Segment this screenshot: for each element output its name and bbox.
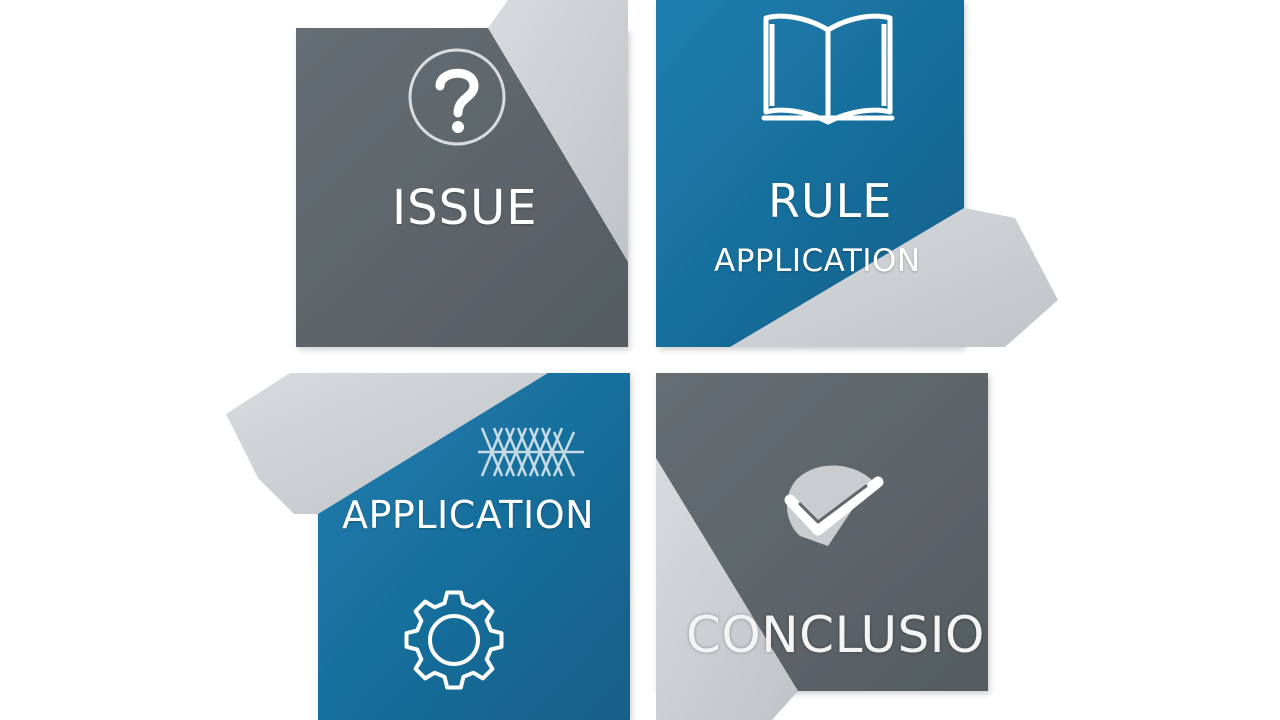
conclusion-quadrant	[656, 373, 988, 720]
checkmark-icon	[784, 465, 884, 546]
issue-quadrant	[296, 0, 628, 347]
application-quadrant	[226, 373, 630, 720]
application-fold	[226, 373, 548, 514]
helix-icon	[478, 427, 584, 477]
open-book-icon	[761, 13, 895, 125]
application-label: APPLICATION	[342, 493, 595, 537]
question-mark-icon	[408, 48, 506, 146]
issue-fold	[488, 0, 628, 262]
gear-icon	[404, 590, 504, 690]
conclusion-fold	[656, 458, 798, 720]
conclusion-label: CONCLUSIO	[686, 606, 985, 664]
rule-quadrant	[656, 0, 1058, 347]
rule-label: RULE	[768, 174, 893, 228]
rule-fold	[730, 208, 1058, 347]
rule-sublabel: APPLICATION	[714, 243, 921, 279]
issue-label: ISSUE	[392, 180, 538, 236]
